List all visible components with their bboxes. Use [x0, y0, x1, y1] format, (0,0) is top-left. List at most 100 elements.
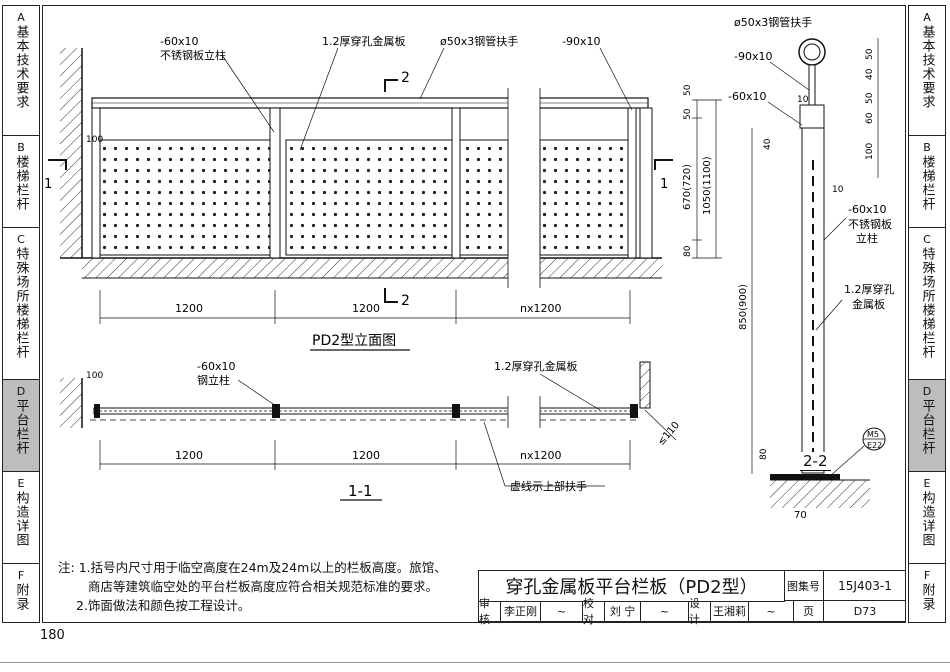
- post: [627, 107, 637, 259]
- atlas-number: 15J403-1: [824, 571, 906, 601]
- post: [269, 107, 281, 259]
- tab-letter: D: [922, 385, 932, 398]
- section-mark-1-right: [654, 159, 673, 170]
- design-label: 设计: [689, 597, 711, 626]
- page-label: 页: [794, 601, 824, 622]
- review-label: 审核: [479, 597, 501, 626]
- dim-80: 80: [683, 245, 693, 257]
- label-post-size: -60x10: [160, 35, 198, 48]
- tab-b-right[interactable]: B 楼梯栏杆: [909, 136, 945, 228]
- tab-label: 特殊场所楼梯栏杆: [13, 247, 29, 359]
- dim-10: 10: [832, 185, 844, 195]
- tab-label: 楼梯栏杆: [13, 155, 29, 211]
- dim-100: 100: [86, 371, 103, 381]
- dim-50: 50: [683, 84, 693, 96]
- page-code: D73: [824, 601, 906, 622]
- tab-label: 平台栏杆: [919, 399, 935, 455]
- dim-40: 40: [763, 138, 773, 150]
- left-tab-column: A 基本技术要求 B 楼梯栏杆 C 特殊场所楼梯栏杆 D 平台栏杆 E 构造详图…: [2, 5, 40, 623]
- page-number: 180: [40, 628, 65, 643]
- label-post-desc: 立柱: [856, 231, 878, 245]
- dim-100: 100: [86, 135, 103, 145]
- label-post-size: -60x10: [728, 90, 766, 103]
- tab-e-right[interactable]: E 构造详图: [909, 472, 945, 564]
- dim-1200: 1200: [175, 449, 203, 462]
- perforated-panel-3: [459, 139, 509, 256]
- tab-f-right[interactable]: F 附录: [909, 564, 945, 622]
- label-panel: 金属板: [852, 297, 885, 311]
- label-post2: -90x10: [562, 35, 600, 48]
- dim-50: 50: [865, 92, 875, 104]
- section-title-block: 2-2: [800, 452, 831, 471]
- tab-label: 平台栏杆: [13, 399, 29, 455]
- tab-letter: A: [17, 11, 25, 24]
- tab-f-left[interactable]: F 附录: [3, 564, 39, 622]
- elevation-view: 2 2 1 1 -60x10 不锈钢板立柱 1.2厚穿孔金属板 ø50x3钢管扶…: [44, 34, 722, 351]
- wall-hatch: [60, 48, 82, 258]
- post: [91, 107, 101, 259]
- atlas-label: 图集号: [784, 571, 824, 601]
- post: [451, 107, 461, 259]
- notes: 注: 1.括号内尺寸用于临空高度在24m及24m以上的栏板高度。旅馆、 商店等建…: [58, 558, 478, 615]
- dim-10: 10: [797, 95, 809, 105]
- tab-letter: E: [923, 477, 931, 490]
- tab-a-left[interactable]: A 基本技术要求: [3, 6, 39, 136]
- dim-nx1200: nx1200: [520, 449, 561, 462]
- section-view: ø50x3钢管扶手 -90x10 -60x10 10 40 10 50 40 5…: [728, 15, 895, 521]
- dim-50: 50: [683, 108, 693, 120]
- label-handrail: ø50x3钢管扶手: [734, 15, 812, 29]
- label-post-desc: 不锈钢板: [848, 217, 892, 231]
- label-post-desc: 钢立柱: [197, 373, 230, 387]
- tab-label: 附录: [13, 583, 29, 611]
- dim-80: 80: [759, 448, 769, 460]
- tab-label: 楼梯栏杆: [919, 155, 935, 211]
- note-text: 商店等建筑临空处的平台栏板高度应符合相关规范标准的要求。: [88, 579, 439, 594]
- tab-letter: E: [17, 477, 25, 490]
- label-post-size: -60x10: [197, 360, 235, 373]
- tab-e-left[interactable]: E 构造详图: [3, 472, 39, 564]
- check-label: 校对: [583, 597, 605, 626]
- tab-letter: B: [923, 141, 931, 154]
- perforated-panel-2: [285, 139, 453, 256]
- design-name: 王湘莉: [711, 601, 749, 622]
- section-mark-label: 1: [44, 177, 52, 192]
- dim-1050: 1050(1100): [702, 156, 713, 215]
- label-post-size: -60x10: [848, 203, 886, 216]
- right-tab-column: A 基本技术要求 B 楼梯栏杆 C 特殊场所楼梯栏杆 D 平台栏杆 E 构造详图…: [908, 5, 946, 623]
- dim-60: 60: [865, 112, 875, 124]
- tab-a-right[interactable]: A 基本技术要求: [909, 6, 945, 136]
- design-signature: ~: [749, 601, 794, 622]
- tab-c-left[interactable]: C 特殊场所楼梯栏杆: [3, 228, 39, 380]
- bottom-rule: [0, 662, 950, 663]
- tab-letter: F: [17, 569, 25, 582]
- tab-label: 基本技术要求: [919, 25, 935, 109]
- label-panel: 1.2厚穿孔: [844, 282, 895, 296]
- tab-letter: A: [923, 11, 931, 24]
- section-mark-label: 2: [401, 293, 410, 309]
- section-mark-label: 1: [660, 177, 668, 192]
- anchor-label-top: M5: [867, 430, 879, 439]
- tab-label: 基本技术要求: [13, 25, 29, 109]
- tab-label: 构造详图: [919, 491, 935, 547]
- tab-label: 构造详图: [13, 491, 29, 547]
- tab-c-right[interactable]: C 特殊场所楼梯栏杆: [909, 228, 945, 380]
- elevation-title: PD2型立面图: [312, 333, 396, 349]
- tab-label: 附录: [919, 583, 935, 611]
- dim-70: 70: [794, 510, 807, 521]
- review-signature: ~: [541, 601, 583, 622]
- plan-view: -60x10 钢立柱 1.2厚穿孔金属板 100 ≤110 1200 1200 …: [60, 359, 682, 501]
- tab-letter: D: [16, 385, 26, 398]
- section-mark-label: 2: [401, 70, 410, 86]
- review-name: 李正刚: [501, 601, 541, 622]
- tab-d-right[interactable]: D 平台栏杆: [909, 380, 945, 472]
- check-signature: ~: [641, 601, 689, 622]
- dim-850: 850(900): [738, 284, 749, 330]
- dim-1200: 1200: [352, 449, 380, 462]
- note-prefix: 注:: [58, 560, 75, 575]
- tab-letter: B: [17, 141, 25, 154]
- tab-d-left[interactable]: D 平台栏杆: [3, 380, 39, 472]
- label-post2: -90x10: [734, 50, 772, 63]
- tab-b-left[interactable]: B 楼梯栏杆: [3, 136, 39, 228]
- dim-1200: 1200: [352, 302, 380, 315]
